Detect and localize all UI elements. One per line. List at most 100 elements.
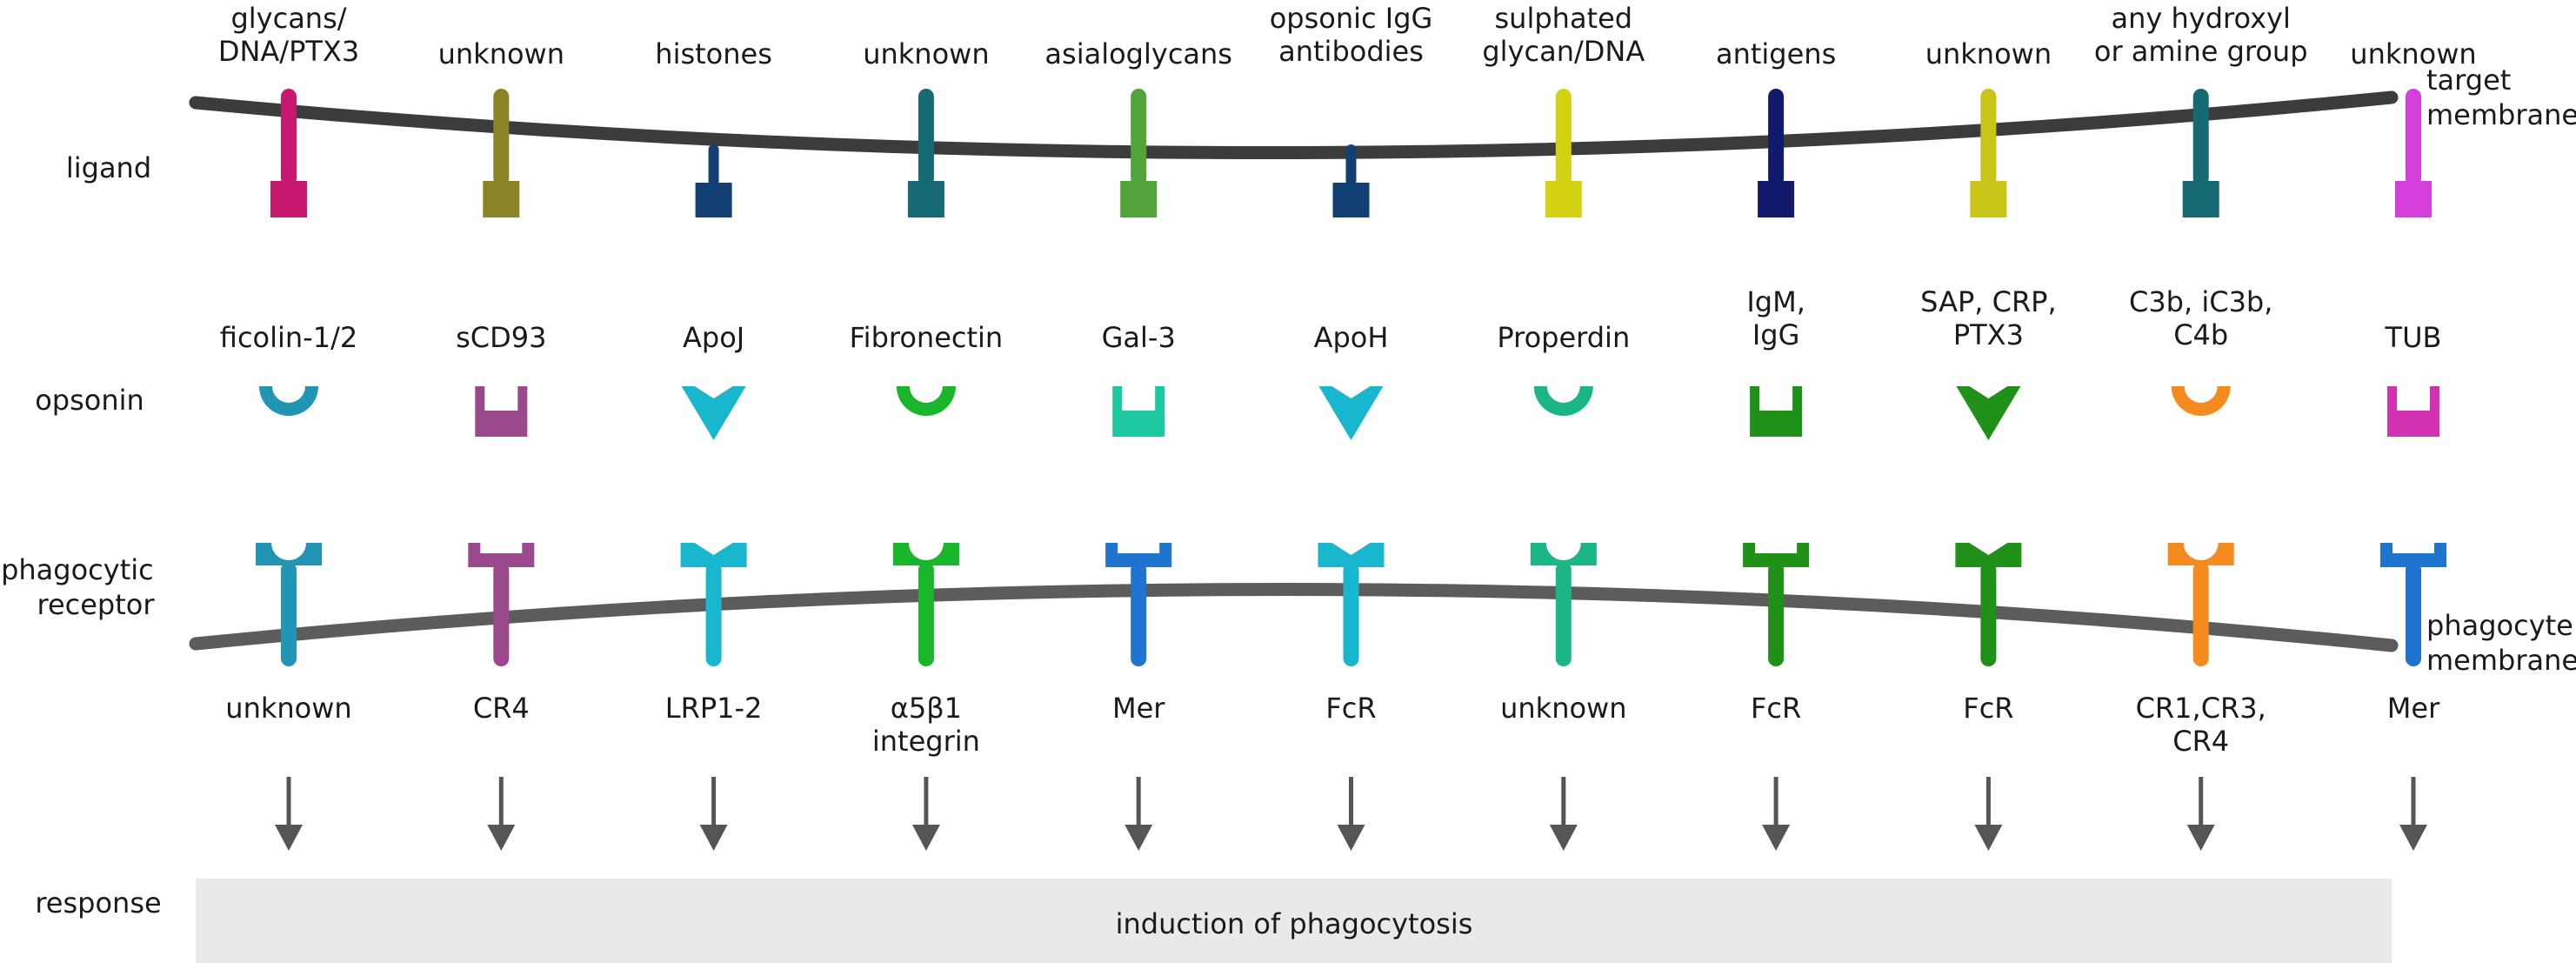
receptor-label-10-line-1: CR1,CR3, bbox=[2136, 692, 2266, 725]
receptor-label-3: LRP1-2 bbox=[665, 692, 763, 725]
receptor-7 bbox=[1530, 543, 1597, 666]
opsonin-7 bbox=[1533, 386, 1593, 416]
arrow-8 bbox=[1762, 777, 1791, 851]
ligand-label-7-line-2: glycan/DNA bbox=[1482, 35, 1645, 68]
opsonin-label-11: TUB bbox=[2385, 321, 2442, 354]
receptor-label-8-line-1: FcR bbox=[1751, 692, 1801, 725]
opsonin-label-5-line-1: Gal-3 bbox=[1102, 321, 1176, 354]
phagocyte-membrane-label-line-2: membrane bbox=[2426, 644, 2576, 677]
receptor-label-4-line-2: integrin bbox=[872, 725, 980, 758]
arrow-head-9 bbox=[1974, 825, 2003, 851]
receptor-stem-11 bbox=[2406, 562, 2421, 666]
row-label-receptor: phagocytic receptor bbox=[1, 553, 163, 621]
ligand-9 bbox=[1970, 89, 2007, 217]
ligand-8 bbox=[1758, 89, 1795, 217]
receptor-3 bbox=[680, 543, 747, 666]
opsonin-label-10-line-2: C4b bbox=[2173, 318, 2228, 351]
arrow-head-1 bbox=[275, 825, 303, 851]
receptor-label-7-line-1: unknown bbox=[1500, 692, 1626, 725]
target-membrane-label: target membrane bbox=[2426, 64, 2576, 131]
arrow-6 bbox=[1337, 777, 1365, 851]
receptor-label-3-line-1: LRP1-2 bbox=[665, 692, 763, 725]
row-label-opsonin: opsonin bbox=[35, 384, 144, 417]
receptor-head-10 bbox=[2167, 543, 2234, 565]
receptor-stem-7 bbox=[1555, 562, 1572, 666]
opsonin-label-8-line-2: IgG bbox=[1752, 318, 1800, 351]
ligand-label-5: asialoglycans bbox=[1044, 37, 1232, 70]
arrow-5 bbox=[1124, 777, 1153, 851]
ligand-base-1 bbox=[270, 181, 307, 217]
opsonin-label-3: ApoJ bbox=[683, 321, 744, 354]
receptor-11 bbox=[2380, 543, 2446, 666]
row-label-response: response bbox=[35, 886, 161, 920]
receptor-label-6-line-1: FcR bbox=[1325, 692, 1376, 725]
opsonin-label-1: ficolin-1/2 bbox=[220, 321, 357, 354]
ligand-base-2 bbox=[483, 181, 520, 217]
receptor-head-1 bbox=[256, 543, 322, 565]
receptor-stem-4 bbox=[918, 562, 934, 666]
opsonin-label-6-line-1: ApoH bbox=[1314, 321, 1389, 354]
opsonin-label-4-line-1: Fibronectin bbox=[850, 321, 1004, 354]
receptor-label-1: unknown bbox=[225, 692, 351, 725]
arrow-3 bbox=[699, 777, 728, 851]
receptor-6 bbox=[1318, 543, 1385, 666]
ligand-base-5 bbox=[1120, 181, 1158, 217]
arrow-head-7 bbox=[1549, 825, 1578, 851]
ligand-stem-6 bbox=[1345, 144, 1357, 186]
ligand-label-9: unknown bbox=[1925, 37, 2052, 70]
receptor-label-4-line-1: α5β1 bbox=[891, 692, 962, 725]
ligand-stem-9 bbox=[1980, 89, 1997, 186]
ligand-label-6-line-1: opsonic IgG bbox=[1270, 2, 1433, 35]
ligand-stem-1 bbox=[281, 89, 297, 186]
opsonin-label-9-line-1: SAP, CRP, bbox=[1920, 285, 2056, 318]
opsonin-label-10: C3b, iC3b,C4b bbox=[2129, 285, 2272, 351]
row-label-receptor-line-1: phagocytic bbox=[1, 553, 154, 586]
receptor-stem-2 bbox=[493, 562, 510, 666]
arrow-4 bbox=[911, 777, 940, 851]
response-bar bbox=[196, 879, 2392, 963]
ligand-6 bbox=[1332, 144, 1370, 217]
arrow-1 bbox=[275, 777, 303, 851]
ligand-label-7-line-1: sulphated bbox=[1495, 2, 1633, 35]
ligand-label-8: antigens bbox=[1716, 37, 1836, 70]
ligand-label-1: glycans/DNA/PTX3 bbox=[218, 2, 359, 68]
phagocyte-membrane-label: phagocyte membrane bbox=[2426, 609, 2576, 677]
ligand-label-10-line-2: or amine group bbox=[2094, 35, 2308, 68]
receptor-label-8: FcR bbox=[1751, 692, 1801, 725]
opsonin-4 bbox=[896, 386, 956, 416]
receptor-1 bbox=[256, 543, 322, 666]
receptor-label-11: Mer bbox=[2387, 692, 2440, 725]
receptor-stem-8 bbox=[1768, 562, 1785, 666]
ligand-base-10 bbox=[2182, 181, 2219, 217]
opsonin-11 bbox=[2387, 386, 2439, 437]
receptor-label-9: FcR bbox=[1963, 692, 2013, 725]
receptor-head-8 bbox=[1743, 543, 1810, 567]
target-membrane-label-line-2: membrane bbox=[2426, 98, 2576, 131]
receptor-head-7 bbox=[1530, 543, 1597, 565]
arrow-head-4 bbox=[911, 825, 940, 851]
receptor-label-5-line-1: Mer bbox=[1112, 692, 1165, 725]
opsonin-9 bbox=[1956, 386, 2021, 440]
ligand-label-2: unknown bbox=[438, 37, 564, 70]
arrow-head-3 bbox=[699, 825, 728, 851]
ligand-label-3-line-1: histones bbox=[655, 37, 772, 70]
opsonin-3 bbox=[681, 386, 746, 440]
ligand-stem-3 bbox=[708, 144, 719, 186]
arrow-11 bbox=[2399, 777, 2427, 851]
receptor-head-4 bbox=[892, 543, 959, 565]
opsonin-10 bbox=[2171, 386, 2231, 416]
receptor-label-11-line-1: Mer bbox=[2387, 692, 2440, 725]
receptor-stem-1 bbox=[281, 562, 297, 666]
ligand-label-1-line-1: glycans/ bbox=[230, 2, 346, 35]
ligand-stem-5 bbox=[1131, 89, 1147, 186]
receptor-label-10: CR1,CR3,CR4 bbox=[2136, 692, 2266, 758]
ligand-10 bbox=[2182, 89, 2219, 217]
receptor-stem-6 bbox=[1343, 562, 1359, 666]
ligand-label-11: unknown bbox=[2350, 37, 2476, 70]
arrow-head-5 bbox=[1124, 825, 1153, 851]
ligand-base-7 bbox=[1545, 181, 1582, 217]
ligand-label-6-line-2: antibodies bbox=[1278, 35, 1424, 68]
opsonin-label-10-line-1: C3b, iC3b, bbox=[2129, 285, 2272, 318]
